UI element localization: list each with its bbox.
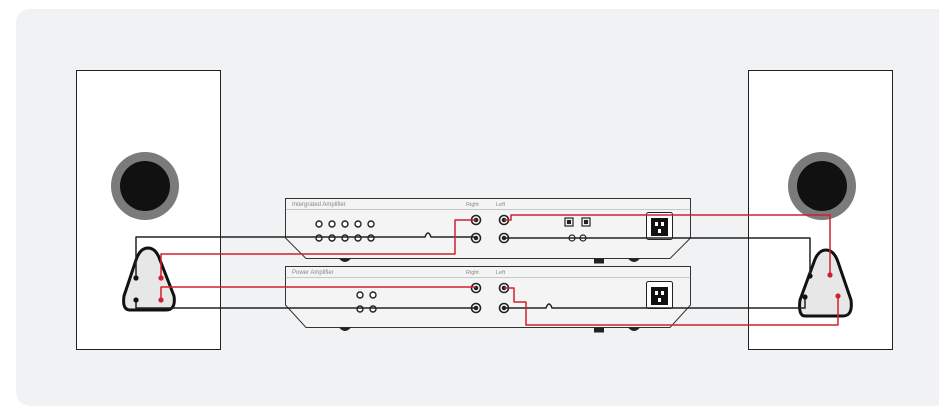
power-inlet-icon xyxy=(646,281,673,309)
integrated-left-negative-cable xyxy=(135,232,476,278)
integrated-amplifier-label: Intergrated Amplifier xyxy=(292,202,346,208)
power-right-channel-label: Right xyxy=(466,270,479,276)
power-amplifier-chassis xyxy=(285,266,691,328)
power-left-negative-cable xyxy=(135,300,476,309)
speaker-driver-icon xyxy=(788,152,856,220)
integrated-right-positive-cable xyxy=(504,214,831,274)
right-speaker xyxy=(748,70,893,350)
integrated-right-channel-label: Right xyxy=(466,202,479,208)
integrated-amplifier-feet xyxy=(339,258,640,264)
power-right-negative-cable xyxy=(504,298,806,309)
power-amplifier: Power Amplifier Right Left xyxy=(285,266,691,333)
integrated-right-negative-cable xyxy=(504,237,811,275)
integrated-amplifier: Intergrated Amplifier Right Left xyxy=(285,198,691,264)
power-inlet-icon xyxy=(646,212,673,240)
power-right-positive-cable xyxy=(504,287,839,326)
integrated-left-channel-label: Left xyxy=(496,202,506,208)
power-left-positive-cable xyxy=(160,286,476,300)
power-left-channel-label: Left xyxy=(496,270,506,276)
power-amplifier-feet xyxy=(339,327,640,333)
speaker-driver-icon xyxy=(111,152,179,220)
power-amplifier-label: Power Amplifier xyxy=(292,270,334,276)
terminal-connection-dots xyxy=(133,272,841,303)
integrated-amplifier-chassis xyxy=(285,198,691,259)
integrated-left-positive-cable xyxy=(160,219,476,278)
speaker-cables xyxy=(135,214,839,326)
